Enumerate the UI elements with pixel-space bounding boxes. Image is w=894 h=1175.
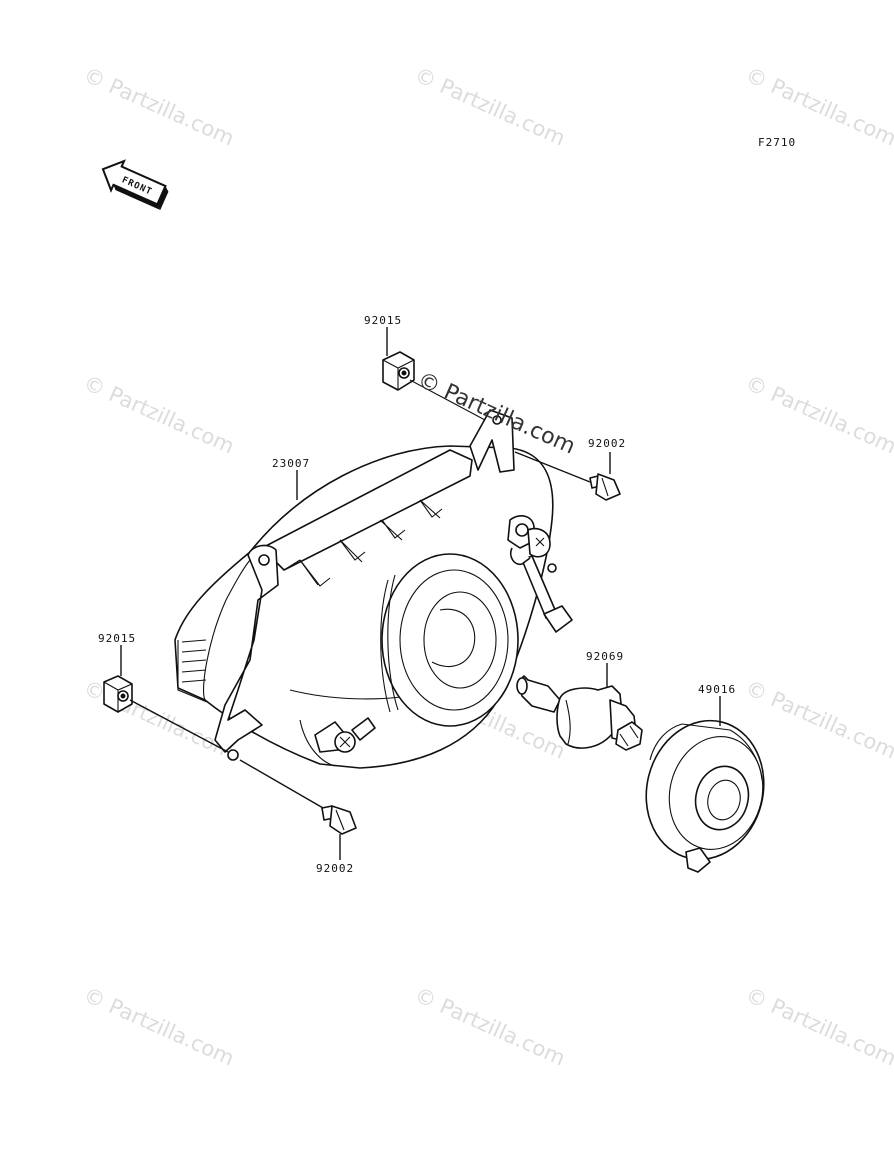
- watermark: © Partzilla.com: [80, 983, 238, 1071]
- watermark: © Partzilla.com: [80, 371, 238, 459]
- part-label-23007: 23007: [272, 457, 310, 470]
- headlight-assembly[interactable]: [174, 409, 573, 769]
- part-labels: 23007 92015 92002 92015 92002 92069 4901…: [98, 314, 736, 875]
- bulb[interactable]: [516, 675, 643, 751]
- bulb-cap[interactable]: [632, 708, 778, 873]
- part-label-92002-bottom: 92002: [316, 862, 354, 875]
- watermark: © Partzilla.com: [742, 676, 894, 764]
- watermark: © Partzilla.com: [742, 983, 894, 1071]
- clip-nut-left[interactable]: [103, 675, 229, 753]
- part-label-92015-left: 92015: [98, 632, 136, 645]
- front-arrow-icon: FRONT: [101, 159, 169, 211]
- figure-code: F2710: [758, 136, 796, 149]
- watermark: © Partzilla.com: [411, 983, 569, 1071]
- part-label-92069: 92069: [586, 650, 624, 663]
- watermark: © Partzilla.com: [80, 63, 238, 151]
- part-label-49016: 49016: [698, 683, 736, 696]
- watermark: © Partzilla.com: [411, 63, 569, 151]
- part-label-92002-right: 92002: [588, 437, 626, 450]
- clip-nut-top[interactable]: [382, 351, 415, 391]
- part-label-92015-top: 92015: [364, 314, 402, 327]
- bolt-bottom[interactable]: [239, 759, 357, 835]
- bolt-right[interactable]: [514, 451, 621, 501]
- watermark: © Partzilla.com: [742, 371, 894, 459]
